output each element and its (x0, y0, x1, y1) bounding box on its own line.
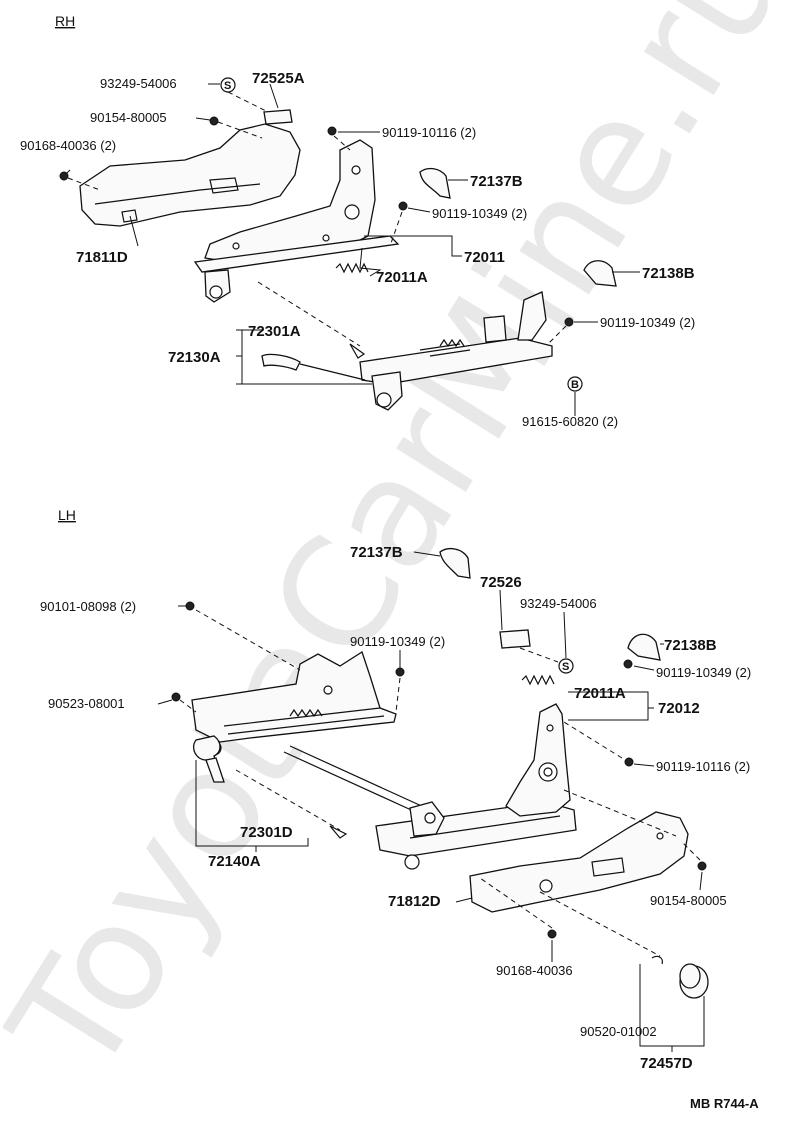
rh-label-72138B: 72138B (642, 265, 695, 282)
lh-label-90168-40036: 90168-40036 (496, 963, 573, 978)
rh-upper-rail (193, 235, 400, 303)
rh-label-93249-54006: 93249-54006 (100, 76, 177, 91)
lh-rod (235, 769, 341, 831)
rh-label-72525A: 72525A (252, 70, 305, 87)
lh-snap-ring (651, 955, 663, 965)
diagram-code: MB R744-A (690, 1096, 759, 1111)
lh-section: LH (58, 507, 709, 1052)
rh-label-72130A: 72130A (168, 349, 221, 366)
section-label-lh: LH (58, 507, 76, 523)
lh-label-72012: 72012 (658, 700, 700, 717)
lh-label-72526: 72526 (480, 574, 522, 591)
rh-label-72301A: 72301A (248, 323, 301, 340)
rh-label-72137B: 72137B (470, 173, 523, 190)
lh-labels: 72137B 72526 93249-54006 90101-08098 (2)… (40, 544, 751, 1072)
rh-label-90119-10349-b: 90119-10349 (2) (600, 315, 695, 330)
rh-label-72011A: 72011A (376, 269, 428, 286)
rh-spring (335, 262, 369, 274)
lh-label-90119-10349-b: 90119-10349 (2) (656, 665, 751, 680)
lh-label-72011A: 72011A (574, 685, 626, 702)
rh-symbol-b: B (571, 379, 579, 391)
rh-release-handle (261, 353, 366, 381)
rh-label-91615-60820: 91615-60820 (2) (522, 414, 618, 429)
lh-label-90119-10349-a: 90119-10349 (2) (350, 634, 445, 649)
lh-label-72138B: 72138B (664, 637, 717, 654)
lh-tab-72138B (627, 633, 661, 661)
lh-recliner-knob (679, 963, 709, 999)
lh-label-90154-80005: 90154-80005 (650, 893, 727, 908)
rh-label-71811D: 71811D (76, 249, 128, 266)
lh-spring (521, 674, 555, 686)
lh-label-90520-01002: 90520-01002 (580, 1024, 657, 1039)
lh-label-93249-54006: 93249-54006 (520, 596, 597, 611)
lh-label-72137B: 72137B (350, 544, 403, 561)
lh-clip-72526 (499, 629, 531, 649)
lh-symbol-s: S (562, 661, 569, 673)
rh-label-90154-80005: 90154-80005 (90, 110, 167, 125)
rh-section: RH (55, 13, 640, 416)
lh-side-cover (469, 811, 689, 913)
rh-label-90168-40036: 90168-40036 (2) (20, 138, 116, 153)
section-label-rh: RH (55, 13, 75, 29)
lh-label-90119-10116: 90119-10116 (2) (656, 759, 750, 774)
rh-tab-72137B (419, 167, 451, 199)
rh-labels: 93249-54006 72525A 90154-80005 90119-101… (20, 70, 695, 429)
lh-recliner-hinge (505, 703, 571, 817)
rh-tab-72138B (583, 260, 617, 287)
lh-cross-rod (283, 745, 427, 815)
rh-lower-track (359, 291, 553, 411)
rh-symbol-s: S (224, 80, 231, 92)
rh-rod (257, 281, 361, 347)
rh-label-90119-10349-a: 90119-10349 (2) (432, 206, 527, 221)
lh-label-90101-08098: 90101-08098 (2) (40, 599, 136, 614)
lh-label-71812D: 71812D (388, 893, 441, 910)
rh-bolts (59, 116, 574, 327)
rh-label-90119-10116: 90119-10116 (2) (382, 125, 476, 140)
rh-label-72011: 72011 (464, 249, 505, 266)
lh-label-72457D: 72457D (640, 1055, 693, 1072)
lh-release-handle (192, 735, 225, 783)
lh-label-72301D: 72301D (240, 824, 293, 841)
rh-side-cover (79, 123, 301, 227)
lh-label-90523-08001: 90523-08001 (48, 696, 125, 711)
lh-tab-72137B (439, 547, 471, 579)
lh-bolts (171, 601, 707, 939)
rh-clip-72525A (263, 109, 293, 125)
lh-label-72140A: 72140A (208, 853, 261, 870)
